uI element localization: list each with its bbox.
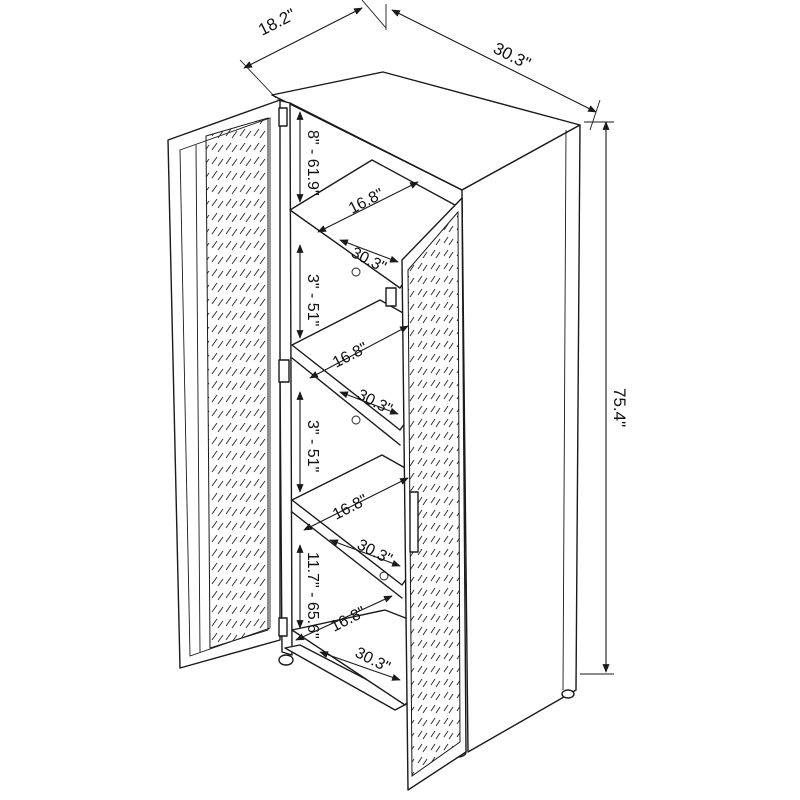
extension-line [361,0,387,29]
shelf-2-clearance-label: 3" - 51" [304,274,321,326]
cabinet-body [271,71,581,758]
right-door-tread-pattern [407,210,461,777]
hinge-icon [278,359,290,383]
side-edge [562,129,567,691]
depth-label: 18.2" [255,5,298,40]
left-door [167,99,290,669]
shelf-1-width-line [339,239,399,263]
depth-dimension-line [243,7,363,69]
shelf-4-clearance-label: 11.7" - 65.6" [304,552,321,639]
foot-back [561,689,575,699]
shelf-peg [351,415,361,425]
width-label: 30.3" [490,39,533,74]
shelf-bracket [385,287,397,307]
hinge-icon [278,617,288,637]
shelf-3-depth-line [303,477,409,531]
door-handle-icon [409,491,419,553]
left-door-tread-pattern [205,117,269,649]
shelf-4-width-line [319,651,401,681]
shelf-2-depth-line [309,325,409,379]
left-door-rail [195,144,201,653]
foot-left [278,654,294,666]
height-label: 75.4" [610,388,629,427]
shelf-peg [351,267,361,277]
shelf-2-width-line [339,391,399,415]
cabinet-right-side [461,124,581,753]
extension-line [239,59,277,99]
shelf-3-clearance-label: 3" - 51" [304,420,321,472]
shelf-4-depth-line [295,595,393,641]
hinge-icon [278,107,288,127]
shelf-1-depth-line [317,181,419,233]
shelf-3-width-line [329,539,401,567]
shelf-1-clearance-label: 8" - 61.9" [304,130,321,196]
shelf-peg [379,571,389,581]
extension-line [589,99,601,131]
top-front-edge [289,102,463,191]
width-dimension-line [391,9,597,113]
right-door [401,197,467,791]
